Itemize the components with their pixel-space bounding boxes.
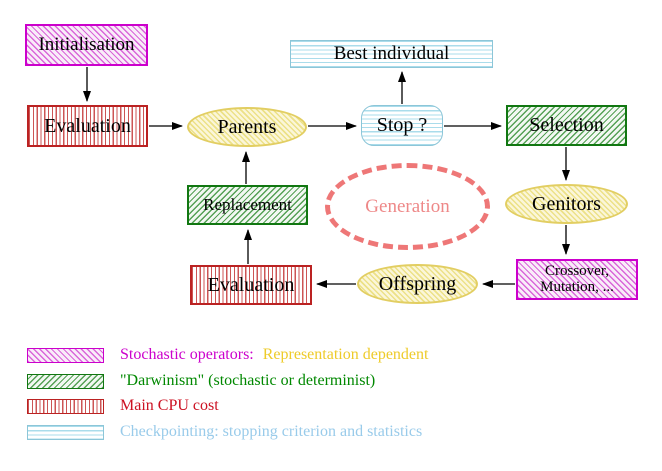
node-genitors-label: Genitors xyxy=(532,192,601,215)
legend-row-main-cpu-cost: Main CPU cost xyxy=(27,397,219,415)
node-generation-label: Generation xyxy=(365,195,450,217)
legend-row-stochastic-operators: Stochastic operators: Representation dep… xyxy=(27,346,428,364)
node-stop: Stop ? xyxy=(361,105,443,146)
node-replacement-label: Replacement xyxy=(203,195,292,215)
node-selection-label: Selection xyxy=(529,114,604,136)
legend-swatch-stochastic-operators xyxy=(27,347,104,363)
node-best-individual: Best individual xyxy=(290,40,493,68)
legend-row-checkpointing: Checkpointing: stopping criterion and st… xyxy=(27,423,422,441)
legend-label-stochastic-operators: Stochastic operators: xyxy=(120,346,254,363)
node-evaluation-bottom-label: Evaluation xyxy=(207,273,295,296)
node-evaluation-bottom: Evaluation xyxy=(190,265,312,305)
legend-row-darwinism: "Darwinism" (stochastic or determinist) xyxy=(27,372,375,390)
node-crossover-line2: Mutation, ... xyxy=(540,278,614,295)
node-evaluation-top-label: Evaluation xyxy=(44,114,131,137)
node-offspring-label: Offspring xyxy=(378,272,457,295)
legend-label-darwinism: "Darwinism" (stochastic or determinist) xyxy=(120,372,376,389)
legend-label-checkpointing: Checkpointing: stopping criterion and st… xyxy=(120,423,423,440)
node-stop-label: Stop ? xyxy=(376,114,428,136)
node-best-individual-label: Best individual xyxy=(333,43,450,65)
node-generation-cycle: Generation xyxy=(325,163,490,250)
node-parents-label: Parents xyxy=(217,115,277,138)
node-crossover-line1: Crossover, xyxy=(545,262,609,279)
legend-label-representation-dependent: Representation dependent xyxy=(262,346,429,363)
node-parents: Parents xyxy=(187,107,307,147)
node-selection: Selection xyxy=(506,105,627,146)
node-replacement: Replacement xyxy=(187,185,308,225)
node-offspring: Offspring xyxy=(357,264,478,304)
legend-swatch-main-cpu-cost xyxy=(27,398,104,414)
node-evaluation-top: Evaluation xyxy=(27,105,148,147)
legend-swatch-darwinism xyxy=(27,373,104,389)
node-genitors: Genitors xyxy=(505,184,628,224)
node-initialisation-label: Initialisation xyxy=(38,34,135,56)
node-initialisation: Initialisation xyxy=(25,24,148,66)
legend-swatch-checkpointing xyxy=(27,424,104,440)
node-crossover-mutation: Crossover, Mutation, ... xyxy=(516,259,638,300)
legend-label-main-cpu-cost: Main CPU cost xyxy=(120,397,219,414)
